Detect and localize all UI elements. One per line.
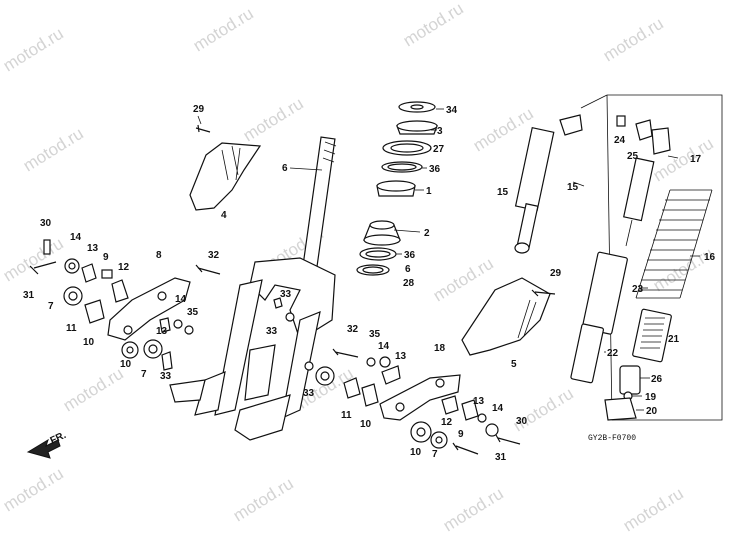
steering-stem — [289, 136, 337, 269]
callout-6: 6 — [282, 163, 288, 174]
callout-15: 15 — [567, 182, 579, 193]
callout-27: 27 — [433, 144, 445, 155]
callout-33: 33 — [303, 388, 315, 399]
callout-15: 15 — [497, 187, 509, 198]
callout-32: 32 — [208, 250, 220, 261]
callout-36: 36 — [404, 250, 416, 261]
center-lower-assembly — [273, 297, 521, 455]
shock-absorber-assembled — [514, 114, 583, 254]
callout-1: 1 — [426, 186, 432, 197]
callout-4: 4 — [221, 210, 227, 221]
callout-11: 11 — [66, 323, 77, 334]
shock-kit-parts — [570, 115, 713, 421]
callout-2: 2 — [424, 228, 430, 239]
callout-14: 14 — [70, 232, 82, 243]
callout-8: 8 — [156, 250, 162, 261]
callout-29: 29 — [193, 104, 205, 115]
callout-6: 6 — [405, 264, 411, 275]
callout-32: 32 — [347, 324, 359, 335]
left-link-assembly — [29, 239, 221, 371]
callout-17: 17 — [690, 154, 702, 165]
callout-34: 34 — [446, 105, 458, 116]
callout-10: 10 — [83, 337, 95, 348]
callout-16: 16 — [704, 252, 716, 263]
callout-10: 10 — [120, 359, 132, 370]
leader-lines — [393, 108, 700, 411]
callout-14: 14 — [492, 403, 504, 414]
callout-21: 21 — [668, 334, 680, 345]
callout-19: 19 — [645, 392, 657, 403]
callout-7: 7 — [141, 369, 147, 380]
lower-steering-stack — [356, 220, 401, 276]
steering-head-stack — [376, 101, 438, 197]
callout-5: 5 — [511, 359, 517, 370]
callout-14: 14 — [378, 341, 390, 352]
callout-36: 36 — [429, 164, 441, 175]
callout-25: 25 — [627, 151, 639, 162]
callout-20: 20 — [646, 406, 658, 417]
callout-9: 9 — [103, 252, 109, 263]
callout-13: 13 — [156, 326, 168, 337]
callout-12: 12 — [441, 417, 453, 428]
front-fender-cover — [189, 115, 262, 211]
callout-18: 18 — [434, 343, 446, 354]
callout-33: 33 — [280, 289, 292, 300]
callout-7: 7 — [48, 301, 54, 312]
callout-7: 7 — [432, 449, 438, 460]
callout-13: 13 — [395, 351, 407, 362]
callout-23: 23 — [632, 284, 644, 295]
direction-label: FR. — [49, 430, 68, 447]
callout-3: 3 — [437, 126, 443, 137]
callout-33: 33 — [160, 371, 172, 382]
callout-13: 13 — [87, 243, 99, 254]
callout-33: 33 — [266, 326, 278, 337]
callout-26: 26 — [651, 374, 663, 385]
callout-9: 9 — [458, 429, 464, 440]
front-fork — [169, 257, 336, 441]
callout-31: 31 — [495, 452, 507, 463]
callout-35: 35 — [187, 307, 199, 318]
callout-24: 24 — [614, 135, 626, 146]
diagram-code: GY2B-F0700 — [588, 434, 636, 443]
callout-28: 28 — [403, 278, 415, 289]
callout-10: 10 — [410, 447, 422, 458]
callout-30: 30 — [40, 218, 52, 229]
shock-bracket — [461, 277, 556, 356]
callout-35: 35 — [369, 329, 381, 340]
callout-12: 12 — [118, 262, 130, 273]
callout-29: 29 — [550, 268, 562, 279]
callout-14: 14 — [175, 294, 187, 305]
front-direction-arrow — [26, 438, 61, 459]
callout-13: 13 — [473, 396, 485, 407]
callout-31: 31 — [23, 290, 35, 301]
callout-11: 11 — [341, 410, 352, 421]
callout-30: 30 — [516, 416, 528, 427]
callout-10: 10 — [360, 419, 372, 430]
callout-22: 22 — [607, 348, 619, 359]
